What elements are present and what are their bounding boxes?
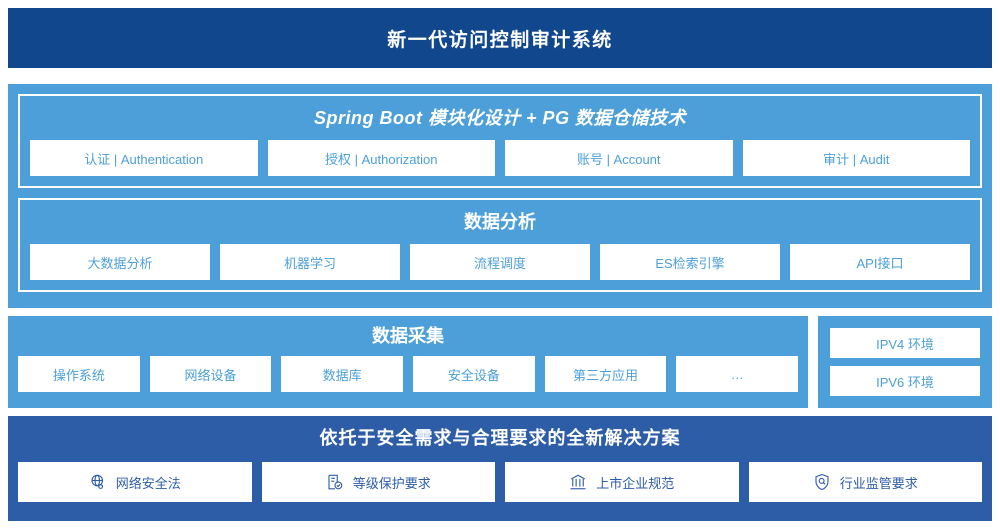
document-check-icon — [326, 473, 344, 491]
tech-chip-label: 认证 | Authentication — [84, 151, 204, 167]
data-analysis-chip-row: 大数据分析 机器学习 流程调度 ES检索引擎 API接口 — [30, 244, 970, 280]
data-analysis-title: 数据分析 — [464, 212, 536, 232]
tech-chip-label: 授权 | Authorization — [325, 151, 438, 167]
collection-chip-label: 安全设备 — [447, 367, 500, 383]
analysis-chip-big-data[interactable]: 大数据分析 — [30, 244, 210, 280]
environment-chip-label: IPV4 环境 — [876, 336, 934, 352]
environment-chip-ipv6[interactable]: IPV6 环境 — [830, 366, 980, 396]
compliance-chip-label: 上市企业规范 — [596, 475, 675, 491]
page-title: 新一代访问控制审计系统 — [387, 29, 613, 51]
page-header: 新一代访问控制审计系统 — [8, 8, 992, 68]
data-collection-title: 数据采集 — [372, 326, 444, 346]
analysis-chip-process-scheduling[interactable]: 流程调度 — [410, 244, 590, 280]
data-collection-section: 数据采集 操作系统 网络设备 数据库 安全设备 第三方应用 … — [8, 316, 808, 408]
compliance-title: 依托于安全需求与合理要求的全新解决方案 — [319, 428, 681, 448]
compliance-chip-cybersecurity-law[interactable]: 网络安全法 — [18, 462, 252, 502]
compliance-chip-listed-company-norms[interactable]: 上市企业规范 — [505, 462, 739, 502]
tech-stack-title: Spring Boot 模块化设计 + PG 数据仓储技术 — [313, 108, 686, 128]
collection-chip-label: 网络设备 — [184, 367, 237, 383]
analysis-chip-label: API接口 — [856, 255, 904, 271]
shield-search-icon — [813, 473, 831, 491]
collection-chip-label: … — [730, 366, 744, 382]
tech-chip-label: 账号 | Account — [576, 151, 661, 167]
collection-chip-label: 第三方应用 — [573, 367, 639, 383]
tech-chip-authentication[interactable]: 认证 | Authentication — [30, 140, 258, 176]
collection-chip-third-party-app[interactable]: 第三方应用 — [544, 356, 667, 392]
analysis-chip-label: 大数据分析 — [87, 255, 153, 271]
collection-chip-network-device[interactable]: 网络设备 — [149, 356, 272, 392]
tech-chip-authorization[interactable]: 授权 | Authorization — [267, 140, 495, 176]
analysis-chip-machine-learning[interactable]: 机器学习 — [220, 244, 400, 280]
collection-chip-label: 数据库 — [322, 367, 362, 383]
environment-chip-label: IPV6 环境 — [876, 374, 934, 390]
collection-row: 数据采集 操作系统 网络设备 数据库 安全设备 第三方应用 … — [8, 316, 992, 408]
analysis-chip-es-search[interactable]: ES检索引擎 — [600, 244, 780, 280]
compliance-chip-label: 等级保护要求 — [352, 475, 431, 491]
compliance-chip-label: 行业监管要求 — [839, 475, 918, 491]
compliance-chip-row: 网络安全法 等级保护要求 — [18, 462, 982, 502]
compliance-chip-label: 网络安全法 — [115, 475, 181, 491]
collection-chip-security-device[interactable]: 安全设备 — [413, 356, 535, 392]
compliance-chip-mlps-requirement[interactable]: 等级保护要求 — [261, 462, 495, 502]
environment-chip-ipv4[interactable]: IPV4 环境 — [830, 328, 980, 358]
collection-chip-more[interactable]: … — [676, 356, 799, 392]
analysis-chip-label: 机器学习 — [283, 255, 336, 271]
tech-stack-chip-row: 认证 | Authentication 授权 | Authorization 账… — [30, 140, 970, 176]
collection-chip-operating-system[interactable]: 操作系统 — [18, 356, 140, 392]
platform-section: Spring Boot 模块化设计 + PG 数据仓储技术 认证 | Authe… — [8, 84, 992, 308]
globe-icon — [89, 473, 107, 491]
compliance-chip-industry-regulation[interactable]: 行业监管要求 — [748, 462, 982, 502]
bank-icon — [569, 473, 587, 491]
data-analysis-panel: 数据分析 大数据分析 机器学习 流程调度 ES检索引擎 API接口 — [18, 198, 982, 292]
tech-chip-account[interactable]: 账号 | Account — [505, 140, 733, 176]
tech-chip-label: 审计 | Audit — [823, 151, 890, 167]
analysis-chip-api[interactable]: API接口 — [790, 244, 970, 280]
analysis-chip-label: 流程调度 — [473, 255, 526, 271]
collection-chip-database[interactable]: 数据库 — [281, 356, 404, 392]
environment-section: IPV4 环境 IPV6 环境 — [818, 316, 992, 408]
collection-chip-label: 操作系统 — [52, 367, 105, 383]
tech-stack-panel: Spring Boot 模块化设计 + PG 数据仓储技术 认证 | Authe… — [18, 94, 982, 188]
data-collection-chip-row: 操作系统 网络设备 数据库 安全设备 第三方应用 … — [18, 356, 799, 392]
tech-chip-audit[interactable]: 审计 | Audit — [742, 140, 970, 176]
compliance-section: 依托于安全需求与合理要求的全新解决方案 网络安全法 — [8, 416, 992, 521]
analysis-chip-label: ES检索引擎 — [655, 255, 725, 271]
